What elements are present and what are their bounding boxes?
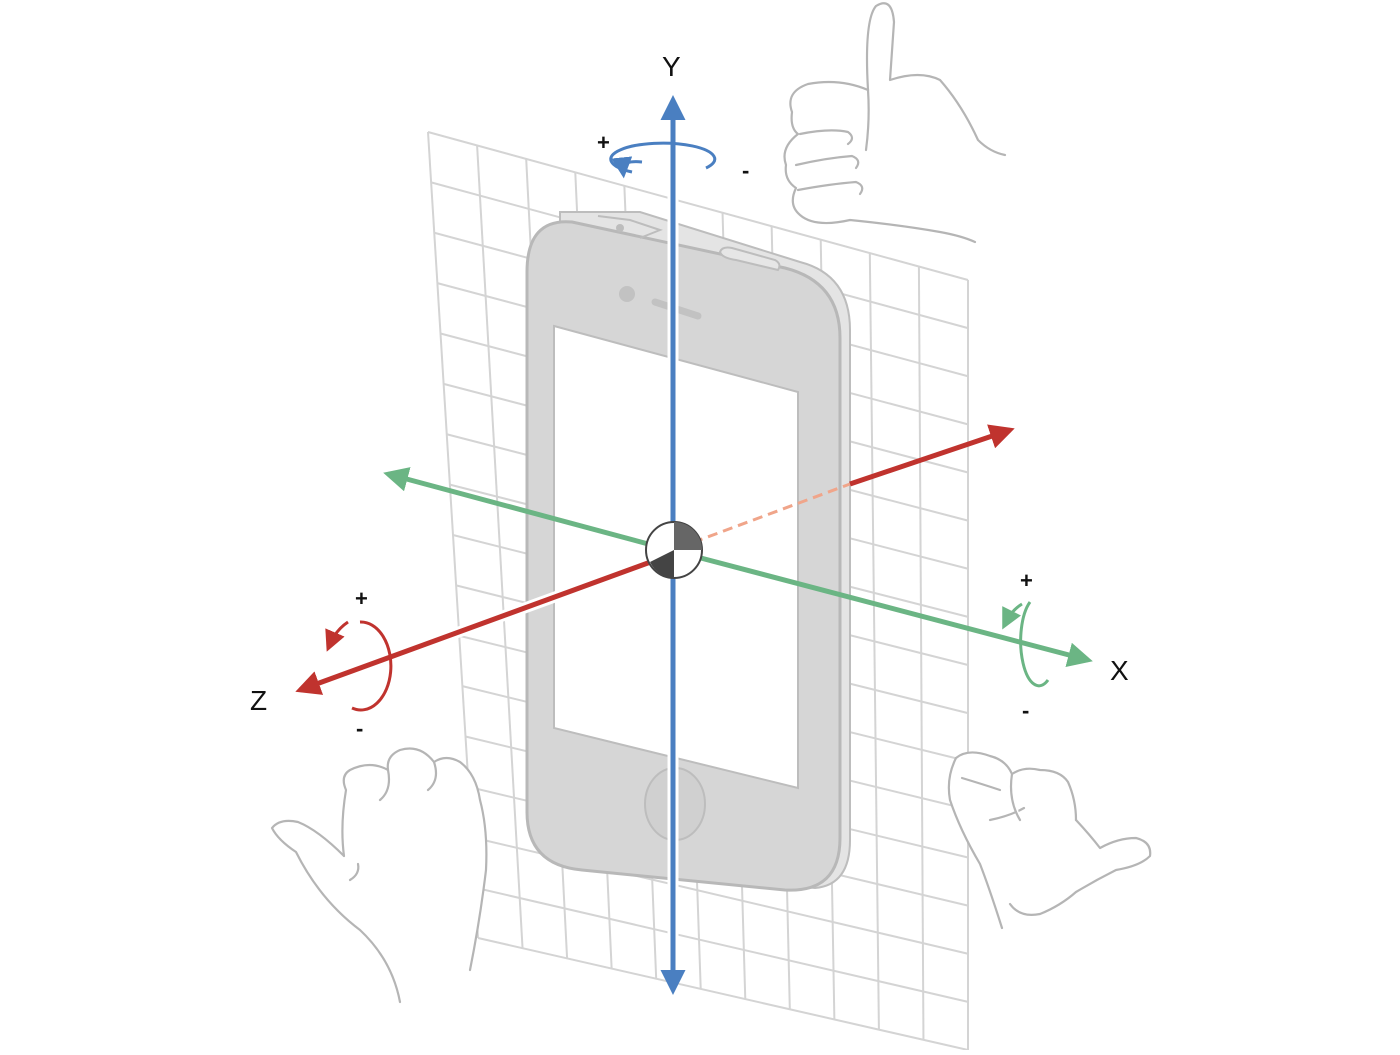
y-plus-label: + xyxy=(597,130,610,155)
z-minus-label: - xyxy=(356,716,363,741)
z-plus-label: + xyxy=(355,586,368,611)
y-minus-label: - xyxy=(742,158,749,183)
y-axis-label: Y xyxy=(662,51,681,82)
x-axis-negative xyxy=(383,467,679,555)
z-rotation-arrow-icon xyxy=(351,620,393,712)
origin-marker xyxy=(645,521,703,579)
z-axis-positive xyxy=(849,424,1015,487)
z-axis-label: Z xyxy=(250,685,267,716)
x-rotation-arrow-icon xyxy=(1019,601,1050,688)
grid-line xyxy=(427,131,969,281)
x-axis-label: X xyxy=(1110,655,1129,686)
z-axis-hidden-segment xyxy=(677,482,851,550)
grid-line xyxy=(477,937,969,1051)
left-hand-icon xyxy=(270,747,488,1004)
y-rotation-arrow-icon xyxy=(609,141,717,174)
z-axis-negative xyxy=(295,549,679,695)
right-hand-icon xyxy=(947,751,1152,930)
grid-line xyxy=(474,886,969,1003)
phone-icon xyxy=(525,211,851,892)
x-plus-label: + xyxy=(1020,568,1033,593)
x-minus-label: - xyxy=(1022,698,1029,723)
thumbs-up-hand-icon xyxy=(783,2,1007,244)
